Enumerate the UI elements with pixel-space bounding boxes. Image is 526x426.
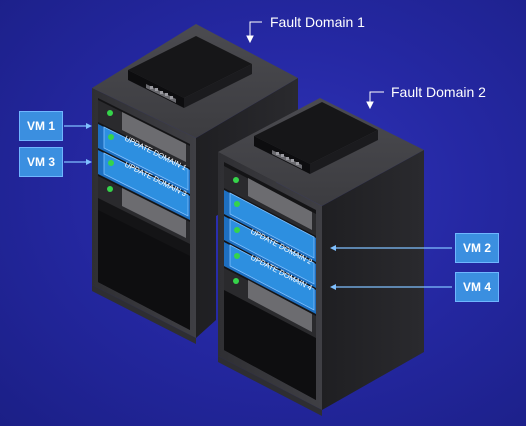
fault-domain-1-pointer xyxy=(246,21,262,44)
led-green xyxy=(107,186,113,192)
vm-2-box: VM 2 xyxy=(455,233,499,263)
led-green xyxy=(107,110,113,116)
rack-2-side xyxy=(322,150,424,410)
arrow-vm1 xyxy=(64,123,92,129)
led-green xyxy=(234,227,240,233)
rack-2-server-slot-1 xyxy=(224,166,316,236)
arrow-vm4 xyxy=(330,284,452,290)
vm-4-box: VM 4 xyxy=(455,272,499,302)
rack-2-empty-bay xyxy=(224,276,316,400)
led-green xyxy=(108,134,114,140)
rack-1-empty-bay xyxy=(98,210,190,330)
rack-2-server-slot-2 xyxy=(224,190,316,262)
vm-arrows xyxy=(64,123,452,290)
rack-1-network-switch xyxy=(128,36,252,108)
rack-1-server-slot-1 xyxy=(98,100,190,168)
vm-3-box: VM 3 xyxy=(19,147,63,177)
rack-1-server-slot-2: UPDATE DOMAIN 1 xyxy=(98,124,190,194)
led-green xyxy=(233,177,239,183)
arrow-vm2 xyxy=(330,245,452,251)
fault-domain-2-label: Fault Domain 2 xyxy=(391,84,486,100)
rack-2-server-slot-5 xyxy=(224,268,316,338)
fault-domain-1-label: Fault Domain 1 xyxy=(270,14,365,30)
rack-1-server-slot-4 xyxy=(98,176,190,244)
fault-domain-2-pointer xyxy=(366,91,384,110)
led-green xyxy=(234,201,240,207)
led-green xyxy=(234,253,240,259)
server-rack-1: UPDATE DOMAIN 1 UPDATE DOMAIN 3 xyxy=(92,24,298,344)
led-green xyxy=(108,160,114,166)
vm-1-box: VM 1 xyxy=(19,111,63,141)
server-rack-2: UPDATE DOMAIN 2 UPDATE DOMAIN 4 xyxy=(218,98,424,416)
led-green xyxy=(233,278,239,284)
arrow-vm3 xyxy=(64,159,92,165)
rack-2-network-switch xyxy=(254,102,378,174)
